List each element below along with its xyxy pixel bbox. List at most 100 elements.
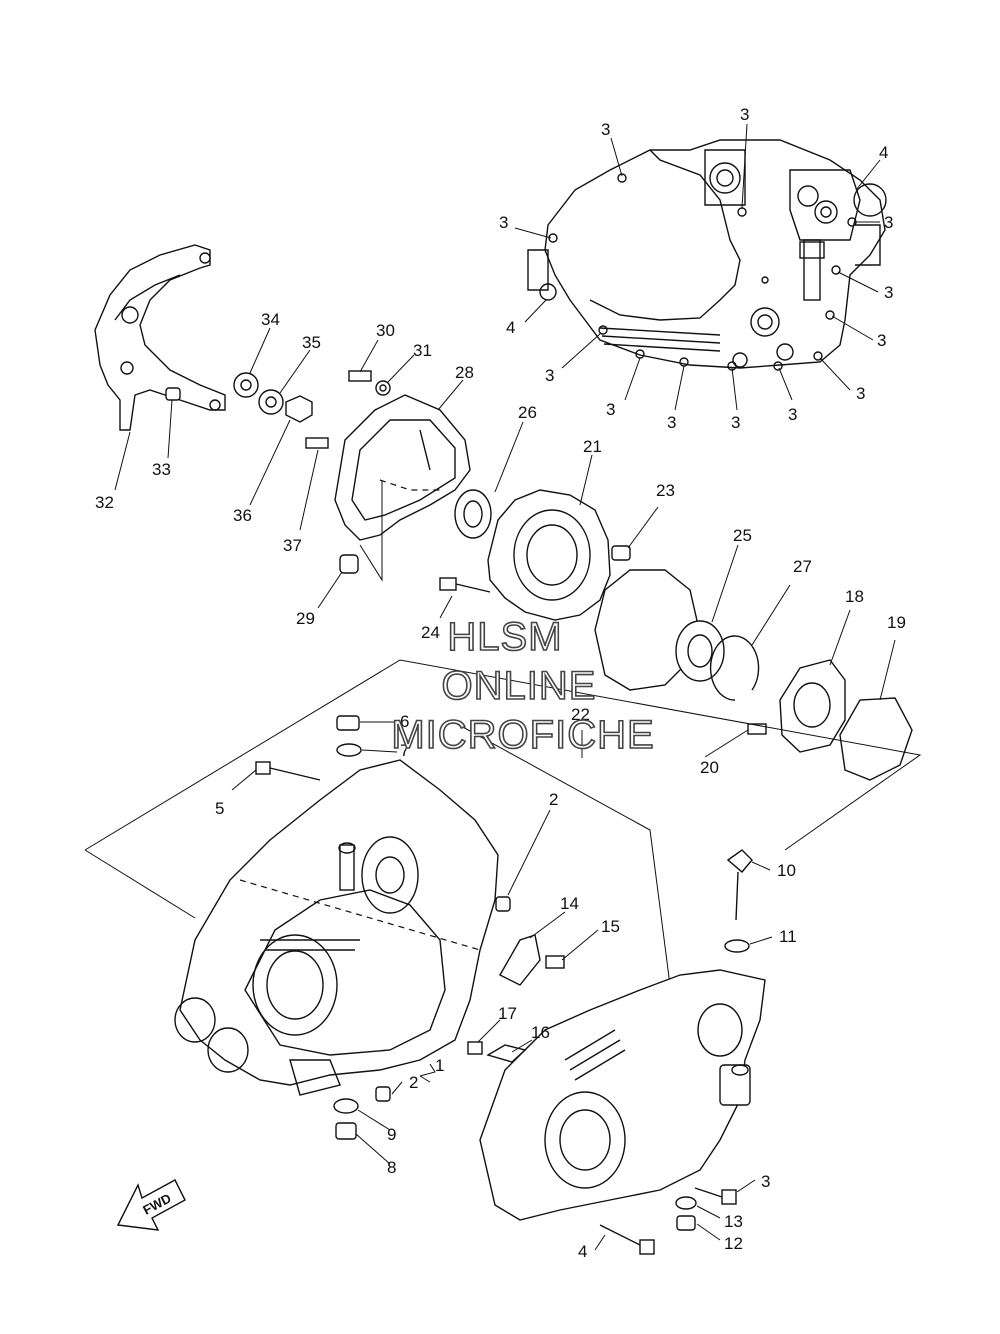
callout-3: 3 [884, 283, 893, 302]
crankcase-cover-right [527, 139, 887, 371]
bolt-17 [467, 1041, 483, 1055]
callout-3: 3 [761, 1172, 770, 1191]
callout-11: 11 [779, 927, 797, 946]
callout-3: 3 [884, 213, 893, 232]
washer-9 [333, 1098, 359, 1114]
watermark-line-2: ONLINE [442, 664, 597, 708]
callout-36: 36 [233, 506, 252, 525]
callout-3: 3 [856, 384, 865, 403]
callout-2: 2 [409, 1073, 418, 1092]
crankcase-left [174, 759, 499, 1096]
callout-15: 15 [601, 917, 620, 936]
fwd-arrow-icon: FWD [116, 1179, 186, 1231]
dowel-23 [611, 545, 631, 561]
leaders-lower [114, 327, 896, 1251]
callout-12: 12 [724, 1234, 743, 1253]
callout-9: 9 [387, 1125, 396, 1144]
callout-20: 20 [700, 758, 719, 777]
callout-labels: 3 3 4 3 3 3 4 3 3 3 3 3 3 3 34 35 30 31 … [95, 105, 906, 1261]
callout-33: 33 [152, 460, 171, 479]
collar-33 [165, 387, 181, 401]
callout-8: 8 [387, 1158, 396, 1177]
watermark-line-1: HLSM [447, 615, 562, 659]
circlip-27 [709, 635, 760, 701]
callout-17: 17 [498, 1004, 517, 1023]
callout-2: 2 [549, 790, 558, 809]
callout-3: 3 [601, 120, 610, 139]
callout-22: 22 [571, 705, 590, 724]
callout-19: 19 [887, 613, 906, 632]
dowel-2-mid [495, 896, 511, 912]
callout-35: 35 [302, 333, 321, 352]
callout-16: 16 [531, 1023, 550, 1042]
callout-34: 34 [261, 310, 280, 329]
dowel-2-lower [375, 1086, 391, 1102]
oil-seal-26 [454, 489, 492, 539]
callout-23: 23 [656, 481, 675, 500]
callout-4: 4 [506, 318, 515, 337]
callout-3: 3 [788, 405, 797, 424]
callout-14: 14 [560, 894, 579, 913]
callout-24: 24 [421, 623, 440, 642]
callout-4: 4 [578, 1242, 587, 1261]
bolt-5 [255, 761, 321, 781]
plug-6 [336, 715, 360, 731]
callout-13: 13 [724, 1212, 743, 1231]
assembly-lines [84, 480, 922, 986]
bearing-25 [675, 620, 725, 682]
housing-21 [487, 489, 611, 621]
callout-3: 3 [667, 413, 676, 432]
washer-7 [336, 743, 362, 757]
dowel-29 [339, 554, 359, 574]
bolt-24 [439, 577, 491, 593]
leaders-upper-right [514, 123, 881, 411]
callout-28: 28 [455, 363, 474, 382]
screw-37 [305, 437, 329, 449]
callout-3: 3 [731, 413, 740, 432]
callout-27: 27 [793, 557, 812, 576]
callout-4: 4 [879, 143, 888, 162]
callout-18: 18 [845, 587, 864, 606]
callout-3: 3 [606, 400, 615, 419]
bearing-34 [233, 372, 259, 398]
callout-5: 5 [215, 799, 224, 818]
plate-36 [285, 395, 313, 423]
washer-13 [675, 1196, 697, 1210]
callout-32: 32 [95, 493, 114, 512]
callout-6: 6 [400, 712, 409, 731]
callout-3: 3 [740, 105, 749, 124]
callout-3: 3 [499, 213, 508, 232]
callout-29: 29 [296, 609, 315, 628]
dipstick-10 [726, 849, 753, 921]
callout-21: 21 [583, 437, 602, 456]
callout-3: 3 [877, 331, 886, 350]
crankcase-right [479, 969, 766, 1221]
bearing-35 [258, 389, 284, 415]
callout-30: 30 [376, 321, 395, 340]
callout-31: 31 [413, 341, 432, 360]
gasket-19 [839, 697, 913, 781]
bracket-14 [499, 934, 541, 986]
cover-28 [334, 394, 471, 541]
callout-26: 26 [518, 403, 537, 422]
callout-37: 37 [283, 536, 302, 555]
callout-7: 7 [400, 741, 409, 760]
screw-30 [348, 370, 372, 382]
washer-31 [375, 380, 391, 396]
callout-1: 1 [435, 1056, 444, 1075]
bolt-4-lower [599, 1224, 655, 1255]
bolt-15 [545, 955, 565, 969]
callout-10: 10 [777, 861, 796, 880]
callout-3: 3 [545, 366, 554, 385]
o-ring-11 [724, 939, 750, 953]
callout-25: 25 [733, 526, 752, 545]
plug-12 [676, 1215, 696, 1231]
watermark: HLSM ONLINE MICROFICHE [391, 614, 655, 758]
plate-18 [779, 659, 846, 753]
screw-20 [747, 723, 767, 735]
guide-plate [94, 244, 226, 431]
watermark-line-3: MICROFICHE [391, 713, 654, 757]
plug-8 [335, 1122, 357, 1140]
